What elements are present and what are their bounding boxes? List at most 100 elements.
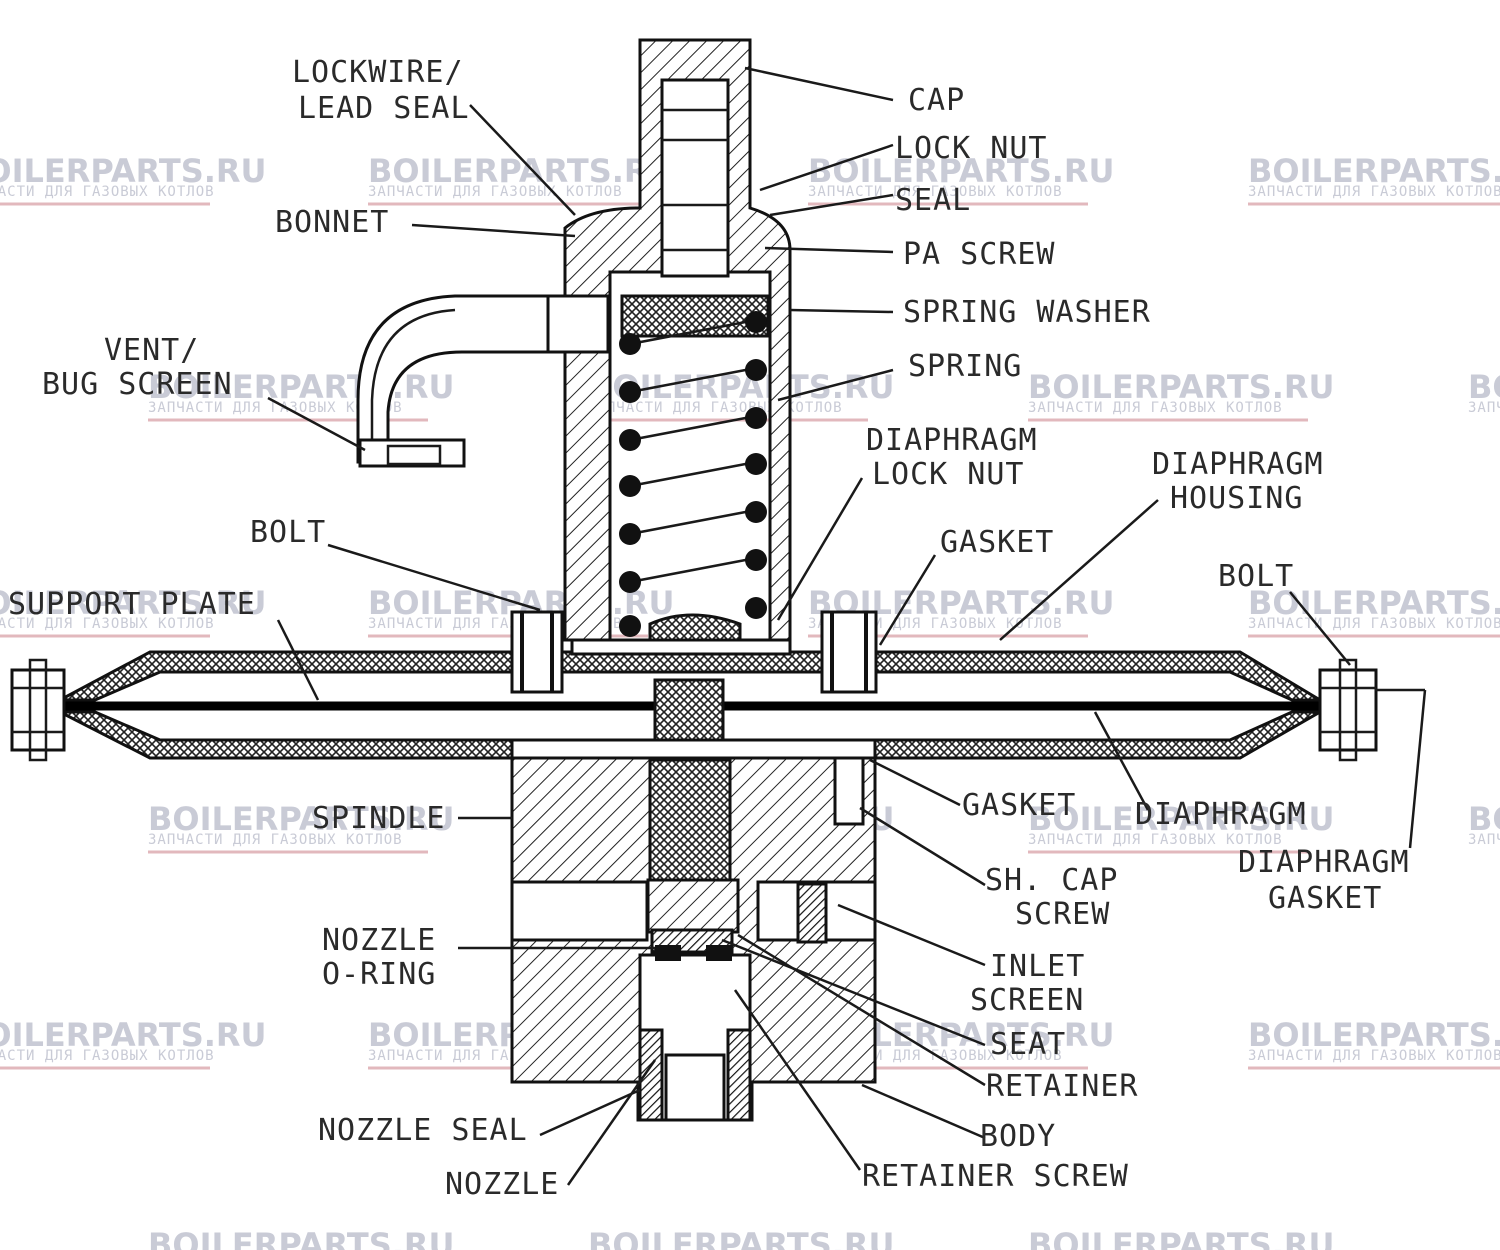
sh-cap-screw [833,756,865,826]
watermark-tile: BOILERPARTS.RU ЗАПЧАСТИ ДЛЯ ГАЗОВЫХ КОТЛ… [1248,584,1500,638]
vent-elbow-inner [370,308,456,460]
inlet-bore [510,880,649,942]
label-retainer: RETAINER [986,1069,1139,1104]
label-support-plate: SUPPORT PLATE [8,587,256,622]
label-sh-cap-screw-line2: SCREW [1015,897,1110,932]
watermark-tagline: ЗАПЧАСТИ ДЛЯ ГАЗОВЫХ КОТЛОВ [1468,400,1500,416]
spring [619,311,767,637]
watermark-tile: BOILERPARTS.RU ЗАПЧАСТИ ДЛЯ ГАЗОВЫХ КОТЛ… [1468,800,1500,848]
label-seal-top: SEAL [895,183,971,218]
watermark-brand: BOILERPARTS.RU [588,1226,895,1250]
outer-bolt-left [10,658,66,762]
label-spring-washer: SPRING WASHER [903,295,1151,330]
label-vent-line2: BUG SCREEN [42,367,233,402]
watermark-brand: BOILERPARTS.RU [0,584,267,622]
label-diaphragm-housing-line2: HOUSING [1170,481,1303,516]
label-lock-nut: LOCK NUT [895,131,1048,166]
watermark-tile: BOILERPARTS.RU ЗАПЧАСТИ ДЛЯ ГАЗОВЫХ КОТЛ… [808,152,1115,206]
nozzle-o-ring [655,945,681,961]
vent-elbow [356,294,567,464]
part-labels: LOCKWIRE/ LEAD SEAL CAP LOCK NUT SEAL BO… [8,55,1410,1202]
label-lockwire-line1: LOCKWIRE/ [292,55,464,90]
bug-screen [358,438,466,468]
label-lockwire-line2: LEAD SEAL [298,91,470,126]
outer-bolt-right [1318,658,1378,762]
label-gasket-mid: GASKET [962,788,1076,823]
bonnet-bolt-left [510,610,564,694]
label-sh-cap-screw-line1: SH. CAP [985,863,1118,898]
label-cap: CAP [908,83,965,118]
watermark-tagline: ЗАПЧАСТИ ДЛЯ ГАЗОВЫХ КОТЛОВ [0,616,215,632]
watermark-tile: BOILERPARTS.RU ЗАПЧАСТИ ДЛЯ ГАЗОВЫХ КОТЛ… [148,800,455,854]
watermark-brand: BOILERPARTS.RU [1248,152,1500,190]
watermark-tagline: ЗАПЧАСТИ ДЛЯ ГАЗОВЫХ КОТЛОВ [588,400,843,416]
nozzle-o-ring [706,945,732,961]
spindle-guide [648,758,732,882]
label-bolt-left: BOLT [250,515,326,550]
watermark-tagline: ЗАПЧАСТИ ДЛЯ ГАЗОВЫХ КОТЛОВ [0,1048,215,1064]
watermark-tile: BOILERPARTS.RU [1028,1226,1335,1250]
watermark-brand: BOILERPARTS.RU [1248,1016,1500,1054]
watermark-tile: BOILERPARTS.RU ЗАПЧАСТИ ДЛЯ ГАЗОВЫХ КОТЛ… [1028,368,1335,422]
watermark-tile: BOILERPARTS.RU ЗАПЧАСТИ ДЛЯ ГАЗОВЫХ КОТЛ… [1248,1016,1500,1070]
retainer [646,878,740,934]
watermark-tile: BOILERPARTS.RU [588,1226,895,1250]
label-vent-line1: VENT/ [104,333,199,368]
body-gasket [510,738,877,760]
label-diaphragm-housing-line1: DIAPHRAGM [1152,447,1324,482]
watermark-tagline: ЗАПЧАСТИ ДЛЯ ГАЗОВЫХ КОТЛОВ [368,184,623,200]
label-seat: SEAT [990,1027,1066,1062]
label-gasket-top: GASKET [940,525,1054,560]
spring-washer [620,294,770,338]
watermark-tile: BOILERPARTS.RU ЗАПЧАСТИ ДЛЯ ГАЗОВЫХ КОТЛ… [1028,800,1335,854]
diaphragm-plate [570,638,792,656]
watermark-brand: BOILERPARTS.RU [1468,800,1500,838]
watermark-tagline: ЗАПЧАСТИ ДЛЯ ГАЗОВЫХ КОТЛОВ [0,184,215,200]
watermark-brand: BOILERPARTS.RU [148,368,455,406]
label-diaphragm: DIAPHRAGM [1135,797,1307,832]
watermark-tile: BOILERPARTS.RU ЗАПЧАСТИ ДЛЯ ГАЗОВЫХ КОТЛ… [148,368,455,422]
watermark-brand: BOILERPARTS.RU [808,152,1115,190]
watermark-brand: BOILERPARTS.RU [1028,1226,1335,1250]
label-diaphragm-lock-nut-line2: LOCK NUT [872,457,1025,492]
label-nozzle: NOZZLE [445,1167,559,1202]
watermark-tile: BOILERPARTS.RU [148,1226,455,1250]
watermark-brand: BOILERPARTS.RU [0,152,267,190]
label-bolt-right: BOLT [1218,559,1294,594]
watermark-tile: BOILERPARTS.RU ЗАПЧАСТИ ДЛЯ ГАЗОВЫХ КОТЛ… [1248,152,1500,206]
label-nozzle-o-ring-line1: NOZZLE [322,923,436,958]
label-pa-screw: PA SCREW [903,237,1056,272]
watermark-tagline: ЗАПЧАСТИ ДЛЯ ГАЗОВЫХ КОТЛОВ [148,832,403,848]
watermark-tile: BOILERPARTS.RU ЗАПЧАСТИ ДЛЯ ГАЗОВЫХ КОТЛ… [0,584,267,638]
label-nozzle-seal: NOZZLE SEAL [318,1113,528,1148]
watermark-tile: BOILERPARTS.RU ЗАПЧАСТИ ДЛЯ ГАЗОВЫХ КОТЛ… [0,1016,267,1070]
label-diaphragm-lock-nut-line1: DIAPHRAGM [866,423,1038,458]
watermark-tagline: ЗАПЧАСТИ ДЛЯ ГАЗОВЫХ КОТЛОВ [1248,616,1500,632]
bonnet [563,38,792,642]
watermark-brand: BOILERPARTS.RU [1028,800,1335,838]
label-inlet-screen-line1: INLET [990,949,1085,984]
watermark-tile: BOILERPARTS.RU ЗАПЧАСТИ ДЛЯ ГАЗОВЫХ КОТЛ… [1468,368,1500,416]
watermark-brand: BOILERPARTS.RU [0,1016,267,1054]
inlet-screen [796,882,828,944]
watermark-tagline: ЗАПЧАСТИ ДЛЯ ГАЗОВЫХ КОТЛОВ [808,184,1063,200]
regulator-drawing [10,38,1378,1122]
watermark-brand: BOILERPARTS.RU [148,1226,455,1250]
watermark-tagline: ЗАПЧАСТИ ДЛЯ ГАЗОВЫХ КОТЛОВ [1248,1048,1500,1064]
label-diaphragm-gasket-line2: GASKET [1268,881,1382,916]
watermark-tagline: ЗАПЧАСТИ ДЛЯ ГАЗОВЫХ КОТЛОВ [1028,832,1283,848]
cap-bore [660,78,730,278]
label-retainer-screw: RETAINER SCREW [862,1159,1129,1194]
label-spring: SPRING [908,349,1022,384]
label-diaphragm-gasket-line1: DIAPHRAGM [1238,845,1410,880]
watermark-tile: BOILERPARTS.RU ЗАПЧАСТИ ДЛЯ ГАЗОВЫХ КОТЛ… [0,152,267,206]
watermark-tagline: ЗАПЧАСТИ ДЛЯ ГАЗОВЫХ КОТЛОВ [1028,400,1283,416]
watermark-brand: BOILERPARTS.RU [1468,368,1500,406]
nozzle-seal-right [726,1028,752,1122]
watermark-brand: BOILERPARTS.RU [148,800,455,838]
label-bonnet: BONNET [275,205,389,240]
watermark-brand: BOILERPARTS.RU [1248,584,1500,622]
nozzle-seal-left [638,1028,664,1122]
vent-port [546,294,610,354]
